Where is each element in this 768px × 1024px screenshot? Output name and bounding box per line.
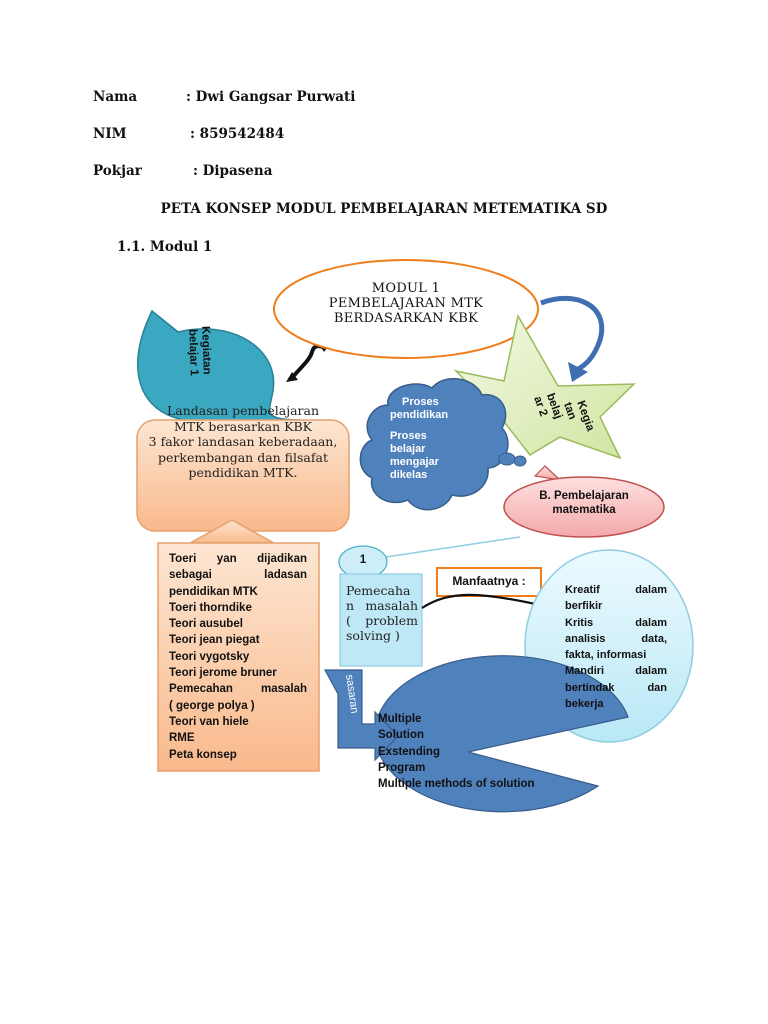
cloud-text: Proses pendidikan Proses belajar mengaja… [390, 396, 449, 481]
pembelajaran-ellipse [503, 465, 665, 538]
nim-label: NIM [93, 126, 127, 142]
pemecahan-text: Pemecaha n masalah ( problem solving ) [346, 583, 418, 643]
manfaatnya-label: Manfaatnya : [452, 574, 526, 588]
teori-text: Toeri yan dijadikan sebagai ladasan pend… [169, 553, 307, 761]
landasan-text: Landasan pembelajaran MTK berasarkan KBK… [148, 403, 338, 480]
connector-curve [421, 593, 541, 609]
manfaatnya-box [436, 567, 542, 597]
pemecahan-box [339, 573, 423, 667]
curved-arrow [540, 295, 605, 373]
modul-text: MODUL 1 PEMBELAJARAN MTK BERDASARKAN KBK [328, 281, 484, 326]
page-title: PETA KONSEP MODUL PEMBELAJARAN METEMATIK… [160, 201, 608, 217]
kegiatan1-label: Kegiatan belajar 1 [186, 326, 213, 379]
nama-label: Nama [93, 89, 138, 105]
proses-cloud [359, 377, 527, 511]
circle-one-label: 1 [359, 554, 367, 566]
kegiatan2-star [453, 313, 636, 460]
pembelajaran-text: B. Pembelajaran matematika [539, 490, 629, 516]
double-arrow [290, 344, 327, 380]
section-heading: 1.1. Modul 1 [117, 239, 213, 255]
pokjar-value: : Dipasena [193, 163, 273, 179]
kreatif-text: Kreatif dalam berfikir Kritis dalam anal… [565, 584, 667, 711]
nim-value: : 859542484 [190, 126, 285, 142]
teori-box [157, 542, 320, 772]
sasaran-label: sasaran [343, 674, 360, 714]
sasaran-arrow [323, 669, 399, 762]
pokjar-label: Pokjar [93, 163, 142, 179]
multiple-text: Multiple Solution Exstending Program Mul… [378, 713, 535, 791]
modul-ellipse [273, 259, 539, 359]
nama-value: : Dwi Gangsar Purwati [186, 89, 356, 105]
